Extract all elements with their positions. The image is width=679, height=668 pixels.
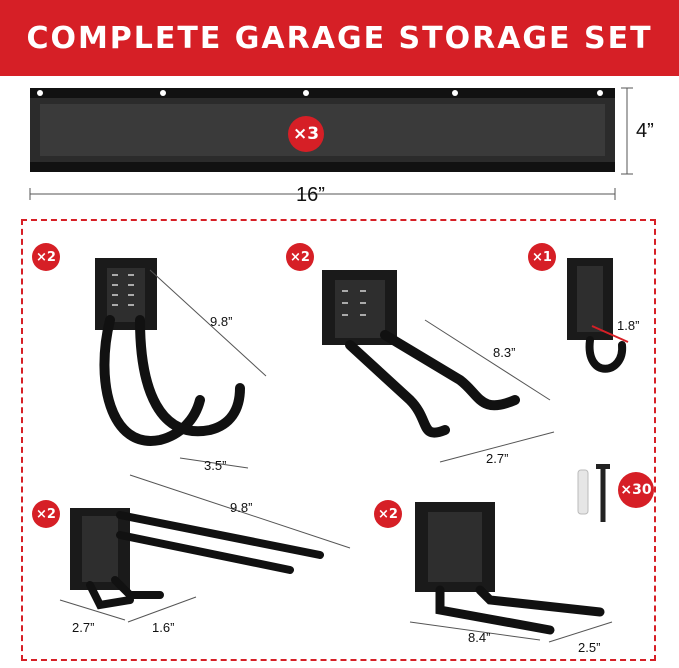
hook-2-dim-b: 2.7” (486, 451, 509, 466)
rail-height-label: 4” (636, 120, 654, 142)
screws-and-anchors (577, 464, 610, 522)
hook-4-dim-a: 9.8” (230, 500, 253, 515)
hook-5-qty-badge: ×2 (374, 500, 402, 528)
hook-1-dim-a: 9.8” (210, 314, 233, 329)
hook-2-dim-a: 8.3” (493, 345, 516, 360)
banner-title: COMPLETE GARAGE STORAGE SET (26, 20, 653, 56)
hooks-panel (21, 219, 656, 661)
rail-qty-badge: ×3 (288, 116, 324, 152)
hook-3-dim-a: 1.8” (617, 318, 640, 333)
hook-4-dim-c: 1.6” (152, 620, 175, 635)
hook-2-qty-badge: ×2 (286, 243, 314, 271)
hook-5-dim-a: 8.4” (468, 630, 491, 645)
hook-3-qty-badge: ×1 (528, 243, 556, 271)
hook-3-illustration (567, 258, 629, 373)
hook-1-qty-badge: ×2 (32, 243, 60, 271)
hook-4-dim-b: 2.7” (72, 620, 95, 635)
hook-1-illustration (95, 258, 245, 446)
rail-length-label: 16” (296, 184, 325, 206)
rail-dimension-lines (29, 87, 633, 200)
hook-5-dim-b: 2.5” (578, 640, 601, 655)
hook-2-illustration (322, 270, 520, 438)
hook-5-illustration (415, 502, 605, 635)
title-banner: COMPLETE GARAGE STORAGE SET (0, 0, 679, 76)
hook-4-qty-badge: ×2 (32, 500, 60, 528)
screws-qty-badge: ×30 (618, 472, 654, 508)
hook-1-dim-b: 3.5” (204, 458, 227, 473)
hook-4-illustration (70, 508, 324, 610)
